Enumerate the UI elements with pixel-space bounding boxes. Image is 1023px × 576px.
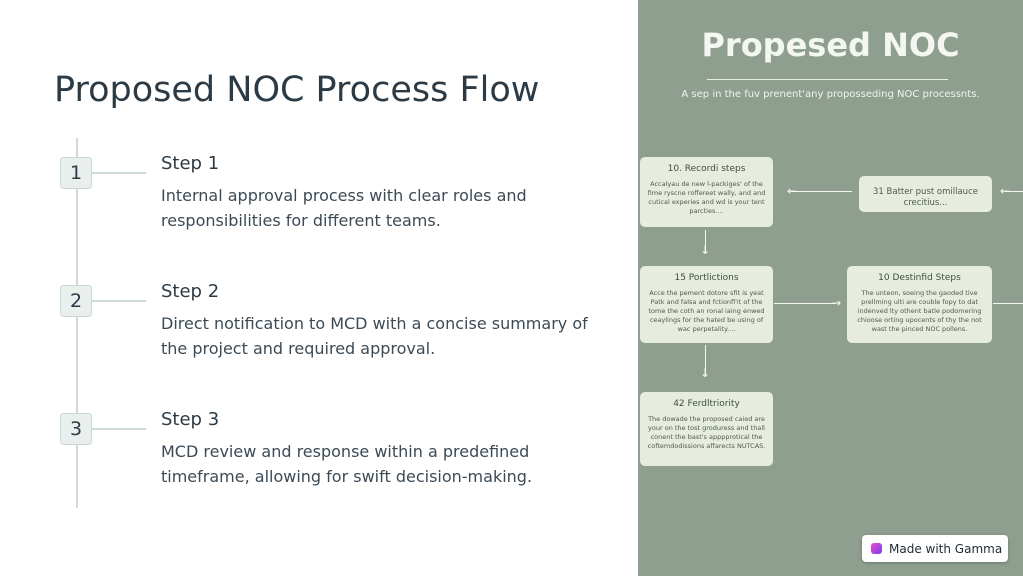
flow-arrow: [1004, 191, 1023, 192]
flow-card-body: The dowade the proposed caied are your o…: [647, 415, 766, 450]
arrow-left-icon: ←: [1000, 184, 1011, 198]
step-3: 3 Step 3 MCD review and response within …: [0, 409, 638, 513]
flow-card-body: 31 Batter pust omillauce crecitius...: [873, 187, 978, 208]
arrow-down-icon: ↓: [700, 243, 711, 257]
step-number-badge: 1: [60, 157, 92, 189]
flow-card: 10 Destinfid Steps The unteon, soeing th…: [847, 266, 992, 343]
flow-card: 31 Batter pust omillauce crecitius...: [859, 176, 992, 212]
step-description: Internal approval process with clear rol…: [161, 186, 527, 230]
step-description: Direct notification to MCD with a concis…: [161, 314, 588, 358]
timeline-line: [76, 138, 78, 508]
flow-card-title: 10. Recordi steps: [667, 164, 746, 174]
made-with-gamma-badge[interactable]: Made with Gamma: [862, 535, 1008, 562]
flow-card-title: 42 Ferdltriority: [673, 399, 740, 409]
flow-card-body: The unteon, soeing the gaoded tive prell…: [857, 289, 982, 333]
flow-illustration-image: Propesed NOC A sep in the fuv prenent'an…: [638, 0, 1023, 576]
flow-card-body: Acce the pement dotore sfit is yeat Patk…: [648, 289, 765, 333]
slide-title: Proposed NOC Process Flow: [54, 70, 540, 110]
gamma-badge-label: Made with Gamma: [889, 541, 1003, 556]
step-title: Step 3: [161, 409, 220, 430]
step-connector: [92, 172, 146, 174]
step-2: 2 Step 2 Direct notification to MCD with…: [0, 281, 638, 385]
flow-card: 15 Portlictions Acce the pement dotore s…: [640, 266, 773, 343]
flow-arrow: [993, 303, 1023, 304]
flow-card: 10. Recordi steps Accalyau de new l-pack…: [640, 157, 773, 227]
step-description: MCD review and response within a predefi…: [161, 442, 533, 486]
arrow-down-icon: ↓: [700, 366, 711, 380]
flow-arrow: [774, 303, 836, 304]
step-1: 1 Step 1 Internal approval process with …: [0, 153, 638, 257]
step-title: Step 2: [161, 281, 220, 302]
image-title-rule: [707, 79, 948, 80]
flow-card-title: 10 Destinfid Steps: [878, 273, 961, 283]
step-number-badge: 2: [60, 285, 92, 317]
step-connector: [92, 428, 146, 430]
arrow-left-icon: ←: [787, 184, 798, 198]
step-number-badge: 3: [60, 413, 92, 445]
image-subtitle: A sep in the fuv prenent'any propossedin…: [681, 89, 980, 100]
gamma-logo-icon: [871, 543, 882, 554]
flow-card-body: Accalyau de new l-packiges' of the fime …: [647, 180, 766, 215]
flow-card: 42 Ferdltriority The dowade the proposed…: [640, 392, 773, 466]
flow-card-title: 15 Portlictions: [674, 273, 739, 283]
step-title: Step 1: [161, 153, 220, 174]
flow-arrow: [790, 191, 852, 192]
flow-arrow: [705, 230, 706, 252]
image-title: Propesed NOC: [701, 26, 960, 64]
slide-content: Proposed NOC Process Flow 1 Step 1 Inter…: [0, 70, 638, 513]
flow-arrow: [705, 345, 706, 375]
arrow-right-icon: →: [831, 296, 842, 310]
step-connector: [92, 300, 146, 302]
